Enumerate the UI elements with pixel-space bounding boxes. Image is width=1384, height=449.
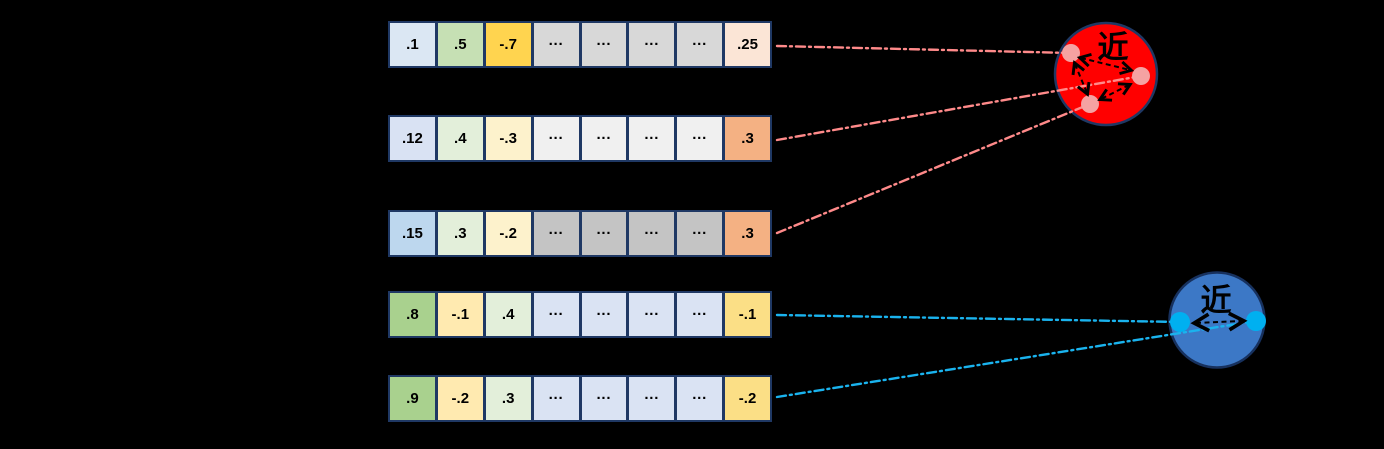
vector-cell: .15 <box>390 212 435 255</box>
embedding-row-5: .9 -.2 .3 ··· ··· ··· ··· -.2 <box>388 375 772 422</box>
vector-cell-ellipsis: ··· <box>626 212 675 255</box>
vector-cell: .1 <box>390 23 435 66</box>
blue-member-dot <box>1246 311 1266 331</box>
vector-cell-ellipsis: ··· <box>530 377 579 420</box>
embedding-row-3: .15 .3 -.2 ··· ··· ··· ··· .3 <box>388 210 772 257</box>
red-cluster-circle <box>1053 21 1159 127</box>
red-member-dot <box>1062 44 1080 62</box>
vector-cell-ellipsis: ··· <box>626 377 675 420</box>
vector-cell-ellipsis: ··· <box>674 377 723 420</box>
similarity-arrow <box>1075 64 1087 93</box>
vector-cell-ellipsis: ··· <box>674 212 723 255</box>
connection-line-row1-red <box>775 44 1073 55</box>
connection-line-row2-red <box>775 74 1143 142</box>
vector-cell: -.1 <box>722 293 770 336</box>
vector-cell: .3 <box>482 377 531 420</box>
similarity-arrow <box>1101 85 1129 99</box>
vector-cell-ellipsis: ··· <box>674 23 723 66</box>
blue-cluster-circle <box>1168 271 1266 369</box>
vector-cell-ellipsis: ··· <box>626 117 675 160</box>
vector-cell-ellipsis: ··· <box>674 293 723 336</box>
similarity-arrow <box>1081 58 1130 70</box>
vector-cell: .3 <box>434 212 483 255</box>
connection-line-row4-blue <box>775 313 1182 324</box>
vector-cell: .4 <box>482 293 531 336</box>
vector-cell: -.3 <box>482 117 531 160</box>
vector-cell: .12 <box>390 117 435 160</box>
vector-cell-ellipsis: ··· <box>578 117 627 160</box>
vector-cell: .5 <box>434 23 483 66</box>
vector-cell-ellipsis: ··· <box>626 293 675 336</box>
blue-member-dot <box>1170 312 1190 332</box>
vector-cell: -.2 <box>482 212 531 255</box>
vector-cell: .3 <box>722 117 770 160</box>
vector-cell: .3 <box>722 212 770 255</box>
red-member-dot <box>1132 67 1150 85</box>
similarity-arrow <box>1196 321 1242 323</box>
blue-near-label: 近 <box>1201 283 1232 318</box>
connection-line-row5-blue <box>775 319 1258 399</box>
vector-cell-ellipsis: ··· <box>530 117 579 160</box>
embedding-row-1: .1 .5 -.7 ··· ··· ··· ··· .25 <box>388 21 772 68</box>
vector-cell-ellipsis: ··· <box>530 23 579 66</box>
red-near-label: 近 <box>1098 30 1129 65</box>
vector-cell: .25 <box>722 23 770 66</box>
vector-cell-ellipsis: ··· <box>674 117 723 160</box>
vector-cell: .9 <box>390 377 435 420</box>
embedding-row-2: .12 .4 -.3 ··· ··· ··· ··· .3 <box>388 115 772 162</box>
vector-cell: -.2 <box>434 377 483 420</box>
vector-cell: .4 <box>434 117 483 160</box>
red-member-dot <box>1081 95 1099 113</box>
vector-cell-ellipsis: ··· <box>626 23 675 66</box>
embedding-row-4: .8 -.1 .4 ··· ··· ··· ··· -.1 <box>388 291 772 338</box>
vector-cell: -.1 <box>434 293 483 336</box>
vector-cell: .8 <box>390 293 435 336</box>
connection-line-row3-red <box>775 102 1092 235</box>
vector-cell-ellipsis: ··· <box>578 23 627 66</box>
vector-cell: -.2 <box>722 377 770 420</box>
vector-cell: -.7 <box>482 23 531 66</box>
vector-cell-ellipsis: ··· <box>578 293 627 336</box>
vector-cell-ellipsis: ··· <box>530 212 579 255</box>
vector-cell-ellipsis: ··· <box>578 212 627 255</box>
vector-cell-ellipsis: ··· <box>578 377 627 420</box>
vector-cell-ellipsis: ··· <box>530 293 579 336</box>
